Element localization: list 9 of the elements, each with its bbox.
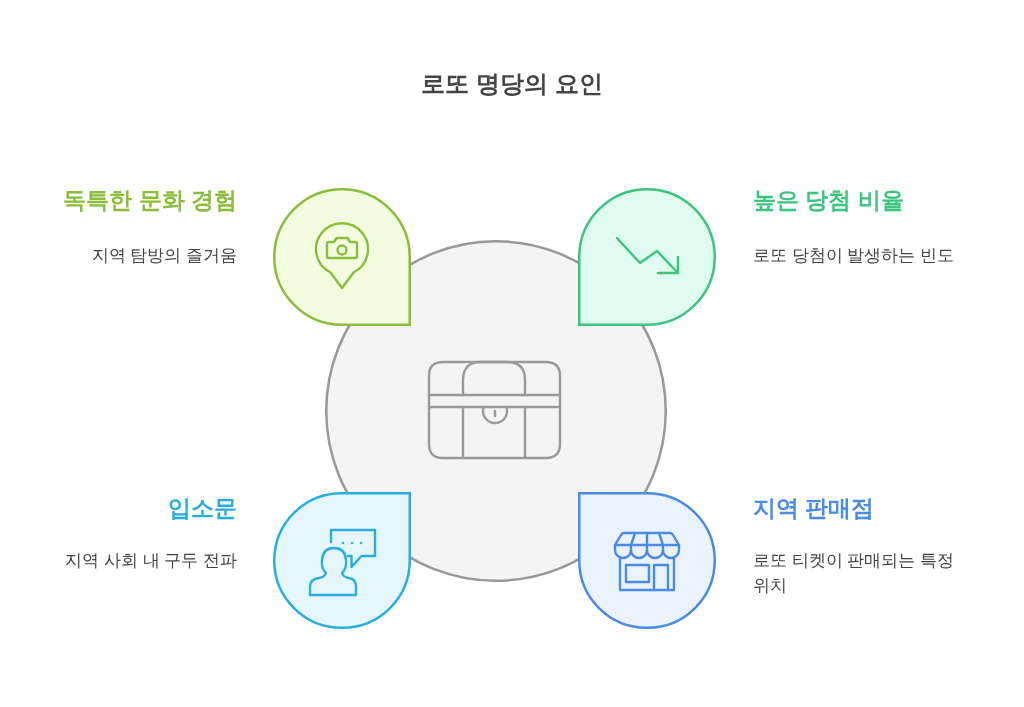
factor-description: 로또 당첨이 발생하는 빈도 [753,245,956,267]
factor-description: 지역 사회 내 구두 전파 [64,550,237,572]
factor-description: 지역 탐방의 즐거움 [90,245,237,267]
factor-description: 로또 티켓이 판매되는 특정 위치 [753,550,956,597]
title: 로또 명당의 요인 [420,69,604,99]
factor-heading: 입소문 [167,494,237,523]
factor-heading: 독특한 문화 경험 [62,186,237,215]
factor-heading: 높은 당첨 비율 [753,186,905,215]
factor-heading: 지역 판매점 [753,494,876,523]
